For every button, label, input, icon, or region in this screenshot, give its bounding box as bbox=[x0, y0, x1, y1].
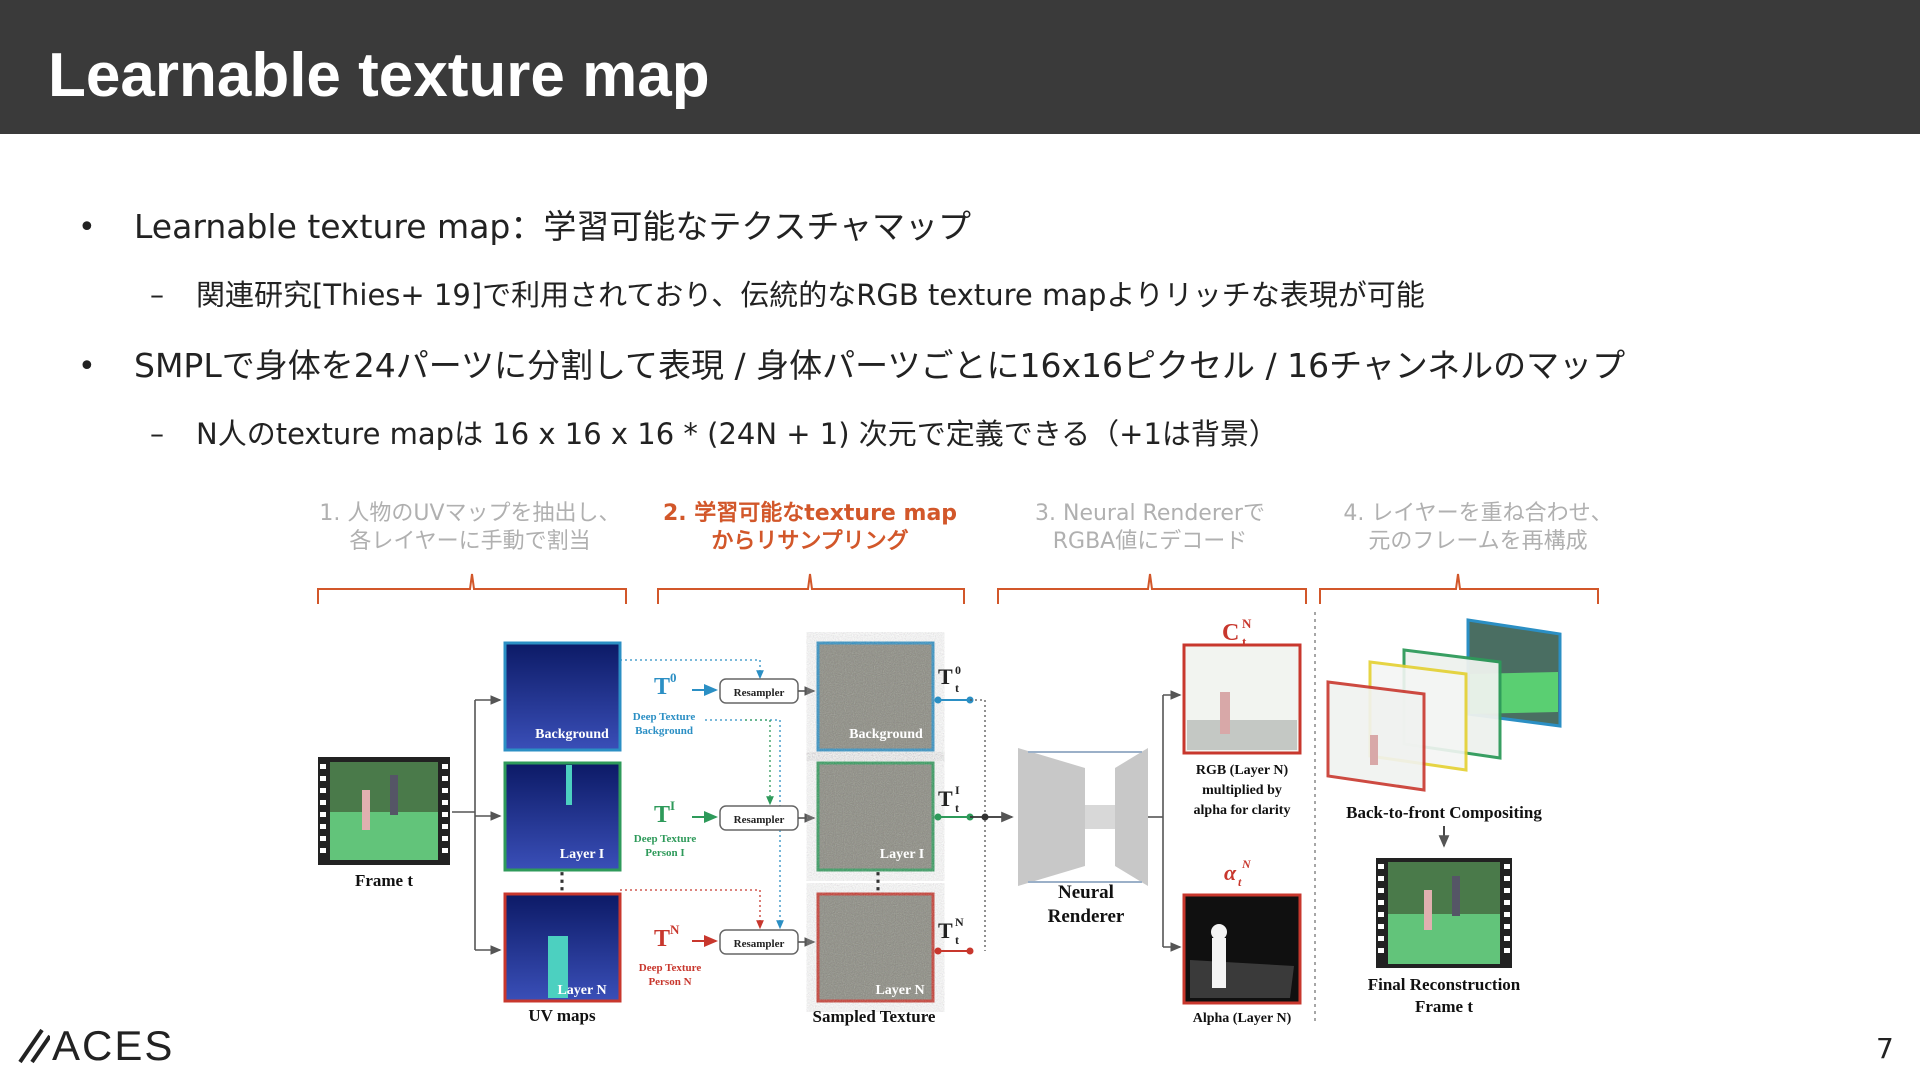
uv-maps-label: UV maps bbox=[528, 1006, 596, 1025]
alpha-sup: N bbox=[1241, 857, 1252, 871]
sampled-label-layer-i: Layer I bbox=[880, 847, 924, 862]
renderer-label-line1: Neural bbox=[1058, 882, 1114, 903]
uv-map-background bbox=[503, 641, 622, 752]
final-label-line2: Frame t bbox=[1415, 997, 1473, 1016]
alpha-layer-image bbox=[1182, 893, 1302, 1005]
t-output-n-sup: N bbox=[955, 915, 964, 929]
ti-symbol: T bbox=[654, 802, 670, 828]
ti-caption-line1: Deep Texture bbox=[634, 833, 697, 845]
t0-superscript: 0 bbox=[670, 670, 677, 685]
sub-bullet-dash: – bbox=[150, 278, 164, 311]
step-braces bbox=[317, 573, 1599, 604]
logo-text: ACES bbox=[52, 1022, 175, 1069]
ti-superscript: I bbox=[670, 798, 675, 813]
deep-texture-person-i: T I Deep Texture Person I bbox=[634, 798, 697, 859]
page-number: 7 bbox=[1876, 1032, 1894, 1065]
uv-label-layer-i: Layer I bbox=[560, 847, 604, 862]
logo-mark-icon bbox=[18, 1028, 52, 1064]
uv-label-layer-n: Layer N bbox=[557, 983, 606, 998]
step-3-line1: 3. Neural Rendererで bbox=[1035, 501, 1265, 526]
sampled-label-layer-n: Layer N bbox=[875, 983, 924, 998]
alpha-symbol: α bbox=[1224, 860, 1237, 885]
bullet-dot: • bbox=[78, 349, 96, 384]
rgb-caption-1: RGB (Layer N) bbox=[1196, 763, 1289, 778]
svg-text:T: T bbox=[938, 786, 953, 811]
t0-caption-line2: Background bbox=[635, 725, 693, 737]
t-output-n: T N t bbox=[934, 915, 974, 955]
t0-symbol: T bbox=[654, 674, 670, 700]
alpha-caption: Alpha (Layer N) bbox=[1193, 1011, 1292, 1026]
sub-bullet-dash: – bbox=[150, 417, 164, 450]
slide-title: Learnable texture map bbox=[48, 41, 710, 110]
deep-texture-background: T 0 Deep Texture Background bbox=[633, 670, 696, 737]
sampled-label-background: Background bbox=[849, 727, 923, 742]
t-output-i: T I t bbox=[934, 783, 974, 821]
t-output-n-sub: t bbox=[955, 933, 959, 947]
brace-3 bbox=[997, 573, 1307, 604]
step-3-caption: 3. Neural Rendererで RGBA値にデコード bbox=[985, 500, 1315, 556]
ti-caption-line2: Person I bbox=[645, 847, 684, 859]
neural-renderer-icon bbox=[1018, 748, 1148, 886]
bullet-1: Learnable texture map：学習可能なテクスチャマップ bbox=[134, 207, 972, 246]
step-1-caption: 1. 人物のUVマップを抽出し、 各レイヤーに手動で割当 bbox=[300, 500, 640, 556]
step-2-caption: 2. 学習可能なtexture map からリサンプリング bbox=[640, 500, 980, 556]
step-4-line2: 元のフレームを再構成 bbox=[1368, 529, 1588, 554]
step-2-line1: 2. 学習可能なtexture map bbox=[662, 501, 958, 526]
composite-label: Back-to-front Compositing bbox=[1346, 803, 1542, 822]
rgb-caption-2: multiplied by bbox=[1202, 783, 1282, 798]
uv-maps bbox=[503, 641, 622, 1003]
resampler-label-0: Resampler bbox=[734, 687, 785, 699]
step-4-line1: 4. レイヤーを重ね合わせ、 bbox=[1343, 501, 1613, 526]
deep-texture-person-n: T N Deep Texture Person N bbox=[639, 922, 702, 988]
final-reconstruction-image bbox=[1376, 858, 1512, 968]
step-1-line1: 1. 人物のUVマップを抽出し、 bbox=[319, 501, 621, 526]
rgb-layer-image bbox=[1182, 643, 1302, 755]
tn-caption-line2: Person N bbox=[648, 976, 691, 988]
sub-bullet-1: 関連研究[Thies+ 19]で利用されており、伝統的なRGB texture … bbox=[196, 278, 1425, 312]
uv-label-background: Background bbox=[535, 727, 609, 742]
tn-superscript: N bbox=[670, 922, 680, 937]
brace-4 bbox=[1319, 573, 1599, 604]
brace-2 bbox=[657, 573, 965, 604]
c-sup: N bbox=[1242, 616, 1252, 631]
bullet-dot: • bbox=[78, 210, 96, 245]
step-3-line2: RGBA値にデコード bbox=[1052, 529, 1248, 554]
t-output-i-sup: I bbox=[955, 783, 960, 797]
resampler-label-i: Resampler bbox=[734, 814, 785, 826]
alpha-sub: t bbox=[1238, 875, 1242, 889]
step-1-line2: 各レイヤーに手動で割当 bbox=[349, 529, 591, 554]
c-symbol: C bbox=[1222, 620, 1239, 646]
svg-text:T: T bbox=[938, 664, 953, 689]
uv-map-layer-i bbox=[503, 761, 622, 872]
t0-caption-line1: Deep Texture bbox=[633, 711, 696, 723]
aces-logo: ACES bbox=[16, 1022, 174, 1070]
vertical-ellipsis: ⋮ bbox=[867, 868, 889, 893]
sub-bullet-2: N人のtexture mapは 16 x 16 x 16 * (24N + 1)… bbox=[196, 417, 1278, 451]
compositing-stack bbox=[1326, 618, 1562, 792]
sampled-texture-label: Sampled Texture bbox=[813, 1007, 936, 1026]
sampled-textures bbox=[816, 641, 935, 1003]
tn-caption-line1: Deep Texture bbox=[639, 962, 702, 974]
rgb-caption-3: alpha for clarity bbox=[1194, 803, 1291, 818]
c-sub: t bbox=[1242, 634, 1247, 649]
resampler-label-n: Resampler bbox=[734, 938, 785, 950]
title-bar: Learnable texture map bbox=[0, 0, 1920, 134]
frame-label: Frame t bbox=[355, 871, 413, 890]
brace-1 bbox=[317, 573, 627, 604]
t-output-i-sub: t bbox=[955, 801, 959, 815]
t-output-0-sub: t bbox=[955, 681, 959, 695]
final-label-line1: Final Reconstruction bbox=[1368, 975, 1521, 994]
t-output-0-sup: 0 bbox=[955, 663, 961, 677]
svg-text:T: T bbox=[938, 918, 953, 943]
t-output-0: T 0 t bbox=[934, 663, 974, 704]
renderer-label-line2: Renderer bbox=[1048, 906, 1125, 927]
resampler-boxes bbox=[719, 678, 799, 955]
bullet-2: SMPLで身体を24パーツに分割して表現 / 身体パーツごとに16x16ピクセル… bbox=[134, 346, 1626, 385]
vertical-ellipsis: ⋮ bbox=[551, 868, 573, 893]
input-frame-image bbox=[318, 757, 450, 865]
tn-symbol: T bbox=[654, 926, 670, 952]
step-2-line2: からリサンプリング bbox=[711, 529, 909, 554]
step-4-caption: 4. レイヤーを重ね合わせ、 元のフレームを再構成 bbox=[1318, 500, 1638, 556]
